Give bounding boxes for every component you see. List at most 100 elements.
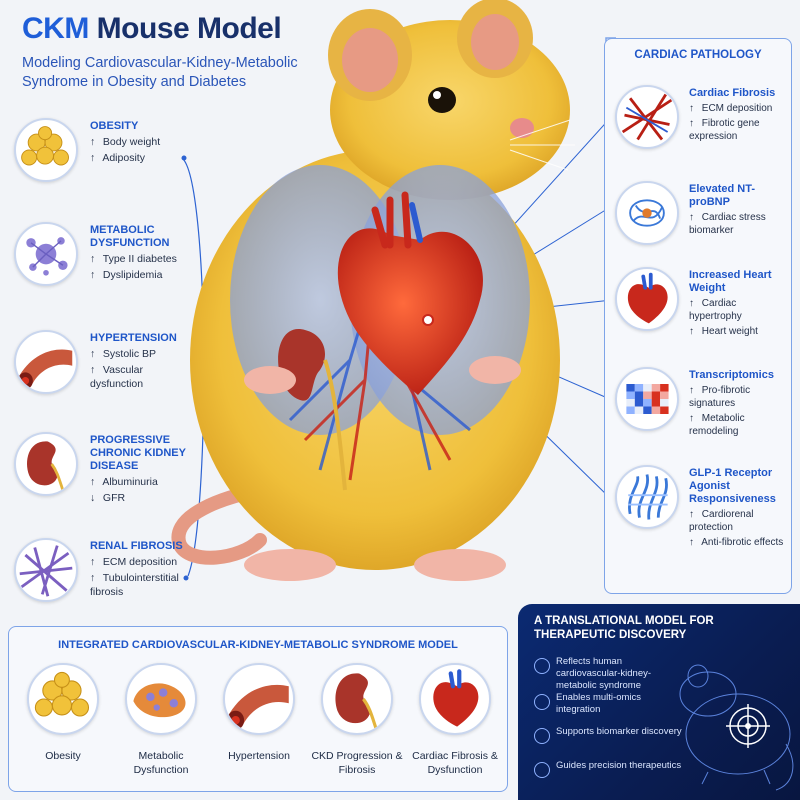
right-item-title: Elevated NT-proBNP (689, 183, 756, 208)
arrow-up-icon: ↑ (90, 269, 96, 281)
bullet-icon (534, 728, 550, 744)
right-item-line: ↑ Cardiorenal protection (689, 509, 754, 533)
left-item-title: HYPERTENSION (90, 332, 177, 344)
integrated-item-label: Metabolic Dysfunction (133, 750, 189, 776)
translational-item-text: Supports biomarker discovery (556, 726, 682, 737)
protein-structure-icon (615, 181, 679, 245)
fat-cells-icon (14, 118, 78, 182)
integrated-item-metabolic: Metabolic Dysfunction (113, 663, 209, 777)
arrow-up-icon: ↑ (90, 364, 96, 376)
translational-item-text: Reflects human cardiovascular-kidney-met… (556, 656, 652, 691)
fibrosis-fibers-icon (14, 538, 78, 602)
arrow-up-icon: ↑ (90, 253, 96, 265)
translational-model-panel: A TRANSLATIONAL MODEL FOR THERAPEUTIC DI… (518, 604, 800, 800)
molecule-cluster-icon (14, 222, 78, 286)
right-item-line: ↑ Pro-fibrotic signatures (689, 385, 751, 409)
integrated-item-label: CKD Progression & Fibrosis (311, 750, 403, 776)
right-item-line: ↑ Metabolic remodeling (689, 413, 745, 437)
heart-icon (419, 663, 491, 735)
translational-item-3: Supports biomarker discovery (534, 726, 684, 756)
arrow-up-icon: ↑ (90, 348, 96, 360)
title-ckm: CKM (22, 12, 89, 45)
translational-model-heading: A TRANSLATIONAL MODEL FOR THERAPEUTIC DI… (534, 615, 714, 641)
metabolic-tissue-icon (125, 663, 197, 735)
left-item-title: METABOLIC DYSFUNCTION (90, 224, 170, 249)
fat-cells-icon (27, 663, 99, 735)
integrated-item-hypertension: Hypertension (211, 663, 307, 763)
arrow-up-icon: ↑ (90, 136, 96, 148)
integrated-item-obesity: Obesity (15, 663, 111, 763)
integrated-item-label: Hypertension (228, 750, 290, 762)
left-item-line: ↑ Type II diabetes (90, 253, 177, 265)
left-item-obesity: OBESITY ↑ Body weight ↑ Adiposity (8, 118, 198, 196)
right-item-line: ↑ Anti-fibrotic effects (689, 537, 784, 548)
left-item-line: ↑ Adiposity (90, 152, 145, 164)
left-item-line: ↑ Dyslipidemia (90, 269, 163, 281)
arrow-up-icon: ↑ (689, 413, 694, 424)
left-item-line: ↑ Vascular dysfunction (90, 364, 144, 390)
left-item-line: ↓ GFR (90, 492, 126, 504)
bullet-icon (534, 694, 550, 710)
translational-item-4: Guides precision therapeutics (534, 760, 684, 790)
translational-item-text: Enables multi-omics integration (556, 692, 641, 715)
digital-mouse-icon (679, 664, 794, 791)
cardiac-pathology-panel: CARDIAC PATHOLOGY Cardiac Fibrosis ↑ ECM… (604, 38, 792, 594)
cardiac-fibers-icon (615, 85, 679, 149)
kidney-icon (14, 432, 78, 496)
receptor-protein-icon (615, 465, 679, 529)
page-title: CKM Mouse Model (22, 12, 282, 46)
left-item-title: RENAL FIBROSIS (90, 540, 183, 552)
right-item-line: ↑ Cardiac hypertrophy (689, 298, 742, 322)
left-item-line: ↑ ECM deposition (90, 556, 178, 568)
cardiac-pathology-heading: CARDIAC PATHOLOGY (634, 49, 762, 61)
left-item-line: ↑ Body weight (90, 136, 161, 148)
arrow-up-icon: ↑ (689, 385, 694, 396)
left-item-line: ↑ Albuminuria (90, 476, 158, 488)
right-item-line: ↑ Cardiac stress biomarker (689, 212, 766, 236)
left-item-hypertension: HYPERTENSION ↑ Systolic BP ↑ Vascular dy… (8, 330, 198, 408)
arrow-up-icon: ↑ (90, 152, 96, 164)
arrow-up-icon: ↑ (90, 556, 96, 568)
translational-item-1: Reflects human cardiovascular-kidney-met… (534, 656, 684, 691)
page-subtitle: Modeling Cardiovascular-Kidney-Metabolic… (22, 55, 298, 90)
left-item-renal-fibrosis: RENAL FIBROSIS ↑ ECM deposition ↑ Tubulo… (8, 538, 198, 628)
right-item-line: ↑ Fibrotic gene expression (689, 118, 760, 142)
right-item-title: Cardiac Fibrosis (689, 87, 776, 99)
artery-icon (14, 330, 78, 394)
arrow-up-icon: ↑ (689, 212, 694, 223)
arrow-up-icon: ↑ (689, 118, 694, 129)
bullet-icon (534, 762, 550, 778)
arrow-up-icon: ↑ (689, 103, 694, 114)
kidney-icon (321, 663, 393, 735)
title-rest: Mouse Model (96, 12, 282, 45)
right-item-title: Increased Heart Weight (689, 269, 772, 294)
artery-icon (223, 663, 295, 735)
arrow-up-icon: ↑ (689, 298, 694, 309)
heart-icon (615, 267, 679, 331)
left-item-ckd: PROGRESSIVE CHRONIC KIDNEY DISEASE ↑ Alb… (8, 432, 198, 528)
translational-item-text: Guides precision therapeutics (556, 760, 682, 771)
arrow-up-icon: ↑ (90, 572, 96, 584)
integrated-item-ckd: CKD Progression & Fibrosis (309, 663, 405, 777)
left-item-line: ↑ Systolic BP (90, 348, 157, 360)
left-item-title: OBESITY (90, 120, 139, 132)
arrow-down-icon: ↓ (90, 492, 96, 504)
right-item-title: Transcriptomics (689, 369, 774, 381)
arrow-up-icon: ↑ (689, 326, 694, 337)
heatmap-icon (615, 367, 679, 431)
translational-item-2: Enables multi-omics integration (534, 692, 684, 722)
integrated-model-panel: INTEGRATED CARDIOVASCULAR-KIDNEY-METABOL… (8, 626, 508, 792)
right-item-line: ↑ ECM deposition (689, 103, 773, 114)
left-item-metabolic: METABOLIC DYSFUNCTION ↑ Type II diabetes… (8, 222, 198, 300)
bullet-icon (534, 658, 550, 674)
mouse-illustration (150, 0, 610, 600)
arrow-up-icon: ↑ (90, 476, 96, 488)
integrated-model-heading: INTEGRATED CARDIOVASCULAR-KIDNEY-METABOL… (58, 639, 458, 651)
integrated-item-cardiac: Cardiac Fibrosis & Dysfunction (407, 663, 503, 777)
right-item-line: ↑ Heart weight (689, 326, 758, 337)
arrow-up-icon: ↑ (689, 509, 694, 520)
integrated-item-label: Obesity (45, 750, 81, 762)
left-item-line: ↑ Tubulointerstitial fibrosis (90, 572, 179, 598)
integrated-item-label: Cardiac Fibrosis & Dysfunction (412, 750, 498, 776)
left-item-title: PROGRESSIVE CHRONIC KIDNEY DISEASE (90, 434, 186, 472)
